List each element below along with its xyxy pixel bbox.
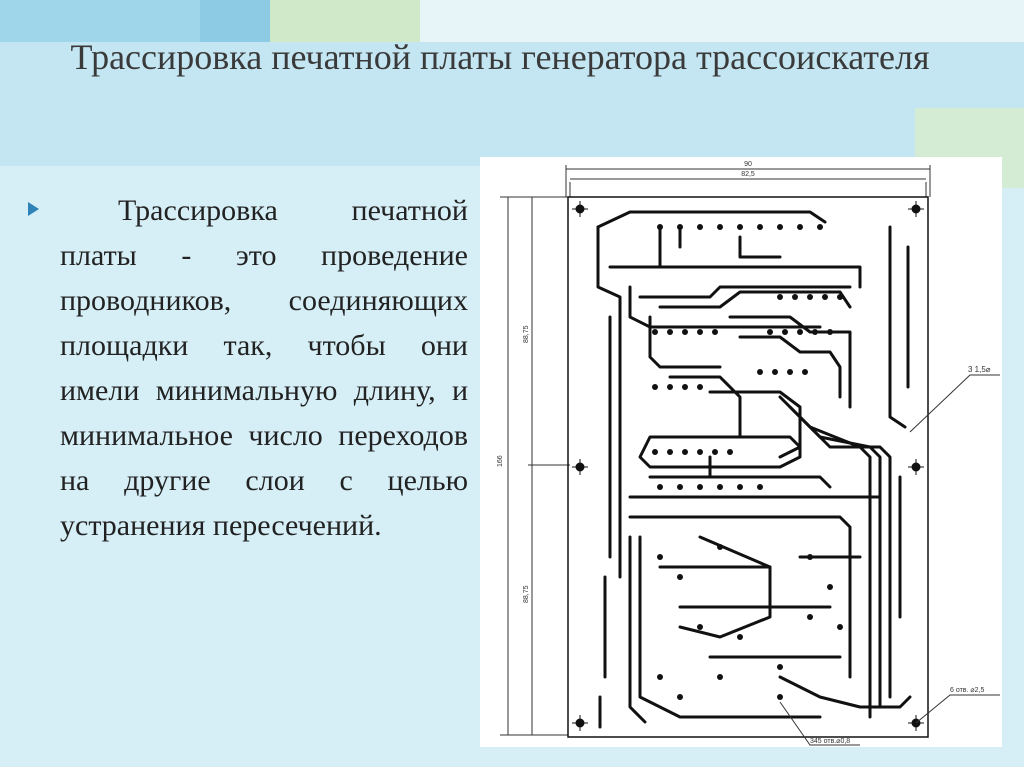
bullet-arrow-icon: [28, 202, 39, 216]
pcb-trace-diagram: 90 82,5 166 88,75 88,75: [497, 161, 1000, 746]
dim-height-upper: 88,75: [523, 325, 530, 343]
mounting-holes: [572, 201, 924, 731]
slide-title: Трассировка печатной платы генератора тр…: [70, 37, 930, 77]
dim-width-outer: 90: [744, 161, 752, 168]
pcb-pads: [652, 224, 843, 700]
decor-block-light: [420, 0, 1024, 45]
dimension-lines: [500, 165, 931, 736]
callout-pad-holes: 345 отв.⌀0,8: [810, 738, 850, 745]
header-band: [0, 42, 1024, 166]
pcb-drawing: 90 82,5 166 88,75 88,75: [480, 157, 1002, 747]
dim-height-total: 166: [497, 455, 504, 467]
board-outline: [567, 196, 929, 738]
callout-leaders: [779, 374, 1000, 746]
callout-corner-holes: 6 отв. ⌀2,5: [950, 687, 984, 694]
dim-width-inner: 82,5: [741, 171, 755, 178]
pcb-traces: [596, 210, 912, 729]
dim-height-lower: 88,75: [523, 585, 530, 603]
callout-mount-holes: 3 1,5⌀: [968, 365, 991, 374]
bullet-text: Трассировка печатной платы - это проведе…: [60, 194, 468, 542]
